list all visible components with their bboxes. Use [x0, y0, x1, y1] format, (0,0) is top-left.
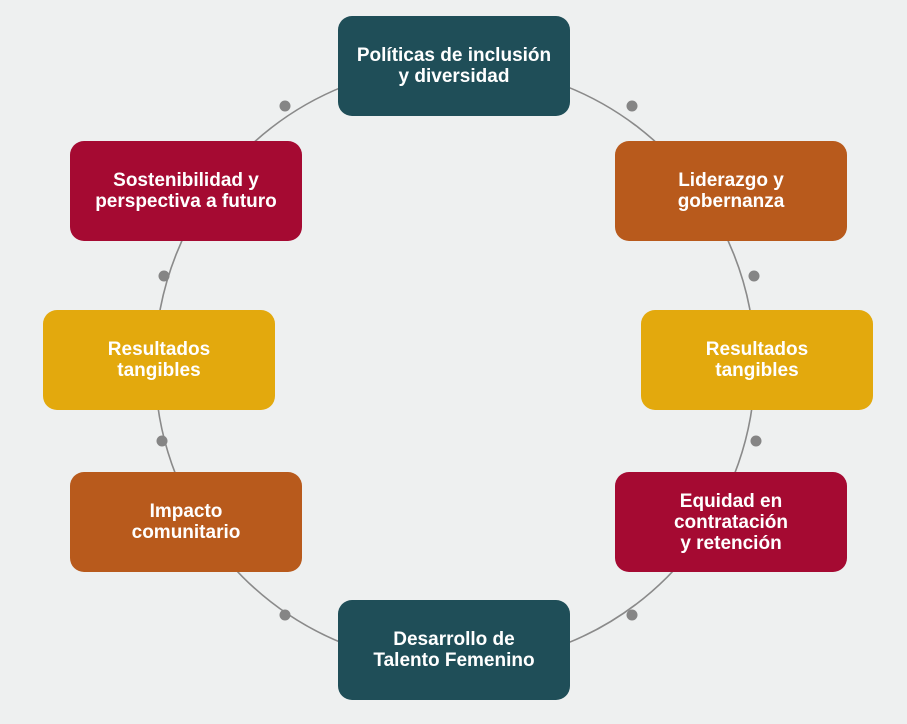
node-label: Resultados tangibles [705, 339, 809, 381]
node-label: Liderazgo y gobernanza [677, 170, 785, 212]
connector-dot [626, 100, 638, 112]
connector-dots [156, 100, 762, 621]
node-label: Sostenibilidad y perspectiva a futuro [95, 170, 277, 212]
node-sostenibilidad-futuro: Sostenibilidad y perspectiva a futuro [70, 141, 302, 241]
node-label: Resultados tangibles [107, 339, 211, 381]
connector-dot [750, 435, 762, 447]
node-equidad-contratacion: Equidad en contratación y retención [615, 472, 847, 572]
node-impacto-comunitario: Impacto comunitario [70, 472, 302, 572]
connector-dot [156, 435, 168, 447]
connector-dot [748, 270, 760, 282]
node-label: Políticas de inclusión y diversidad [356, 45, 552, 87]
node-desarrollo-talento: Desarrollo de Talento Femenino [338, 600, 570, 700]
connector-dot [626, 609, 638, 621]
connector-dot [158, 270, 170, 282]
node-label: Desarrollo de Talento Femenino [373, 629, 535, 671]
node-politicas-inclusion: Políticas de inclusión y diversidad [338, 16, 570, 116]
connector-dot [279, 100, 291, 112]
node-liderazgo-gobernanza: Liderazgo y gobernanza [615, 141, 847, 241]
node-resultados-tangibles-left: Resultados tangibles [43, 310, 275, 410]
node-label: Impacto comunitario [131, 501, 241, 543]
connector-dot [279, 609, 291, 621]
node-label: Equidad en contratación y retención [673, 490, 789, 554]
node-resultados-tangibles-right: Resultados tangibles [641, 310, 873, 410]
